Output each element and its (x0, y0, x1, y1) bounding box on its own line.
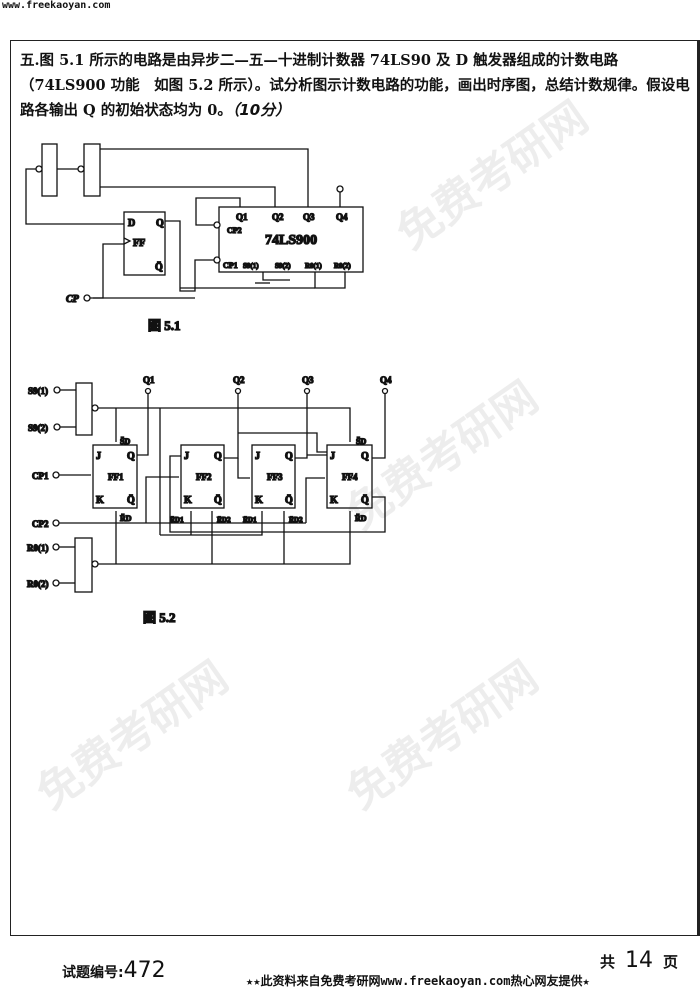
ff1-qbar: Q̄ (127, 494, 135, 506)
ff2-rd1: R̄D1 (170, 516, 184, 524)
exam-code-value: 472 (123, 958, 166, 983)
question-score: （10分） (231, 101, 291, 119)
ff2-k: K (184, 495, 192, 506)
input-s91: S9(1) (28, 386, 48, 396)
ff2: J K Q Q̄ FF2 R̄D1 R̄D2 (169, 444, 232, 525)
output-q2: Q2 (233, 375, 245, 385)
figure-2-caption: 图 5.2 (143, 610, 176, 625)
gate-1 (41, 143, 58, 197)
ff2-label: FF2 (196, 472, 212, 482)
source-notice: ★★此资料来自免费考研网www.freekaoyan.com热心网友提供★ (246, 974, 590, 988)
ff3-q: Q (285, 451, 293, 462)
total-pages: 14 (625, 948, 654, 973)
nand-reset (74, 537, 93, 593)
ff4-sd: S̄D (356, 437, 366, 446)
gate-2 (83, 143, 101, 197)
input-r02: R0(2) (27, 579, 49, 589)
pin-q3: Q3 (303, 212, 315, 222)
ff4-label: FF4 (342, 472, 358, 482)
output-q1: Q1 (143, 375, 155, 385)
exam-code-label: 试题编号: (62, 965, 124, 981)
ff-qbar-label: Q̄ (155, 261, 163, 273)
output-q4: Q4 (380, 375, 392, 385)
page-count: 共 14 页 (600, 948, 678, 973)
gate-1-bubble (35, 165, 43, 173)
nand-set (75, 382, 93, 436)
pin-s92: S9(2) (275, 262, 291, 270)
chip-label: 74LS900 (265, 233, 317, 248)
ff4-k: K (330, 495, 338, 506)
pin-r01: R0(1) (305, 262, 322, 270)
question-frame (10, 40, 700, 936)
pin-s91: S9(1) (243, 262, 259, 270)
question-body: 五.图 5.1 所示的电路是由异步二—五—十进制计数器 74LS90 及 D 触… (20, 52, 690, 119)
ff3: J K Q Q̄ FF3 R̄D1 R̄D2 (242, 444, 304, 525)
pin-q2: Q2 (272, 212, 284, 222)
ff2-j: J (184, 451, 189, 462)
total-prefix: 共 (600, 953, 616, 971)
pin-r02: R0(2) (334, 262, 351, 270)
input-cp2: CP2 (32, 519, 49, 529)
ff2-q: Q (214, 451, 222, 462)
ff2-rd2: R̄D2 (217, 516, 231, 524)
ff3-rd1: R̄D1 (243, 516, 257, 524)
ff1-k: K (96, 495, 104, 506)
chip-74ls900 (218, 206, 364, 273)
ff1-q: Q (127, 451, 135, 462)
ff1-j: J (96, 451, 101, 462)
ff3-label: FF3 (267, 472, 283, 482)
exam-code: 试题编号:472 (62, 958, 166, 983)
ff4-rd: R̄D (355, 514, 367, 523)
total-suffix: 页 (663, 953, 679, 971)
ff4-j: J (330, 451, 335, 462)
ff3-k: K (255, 495, 263, 506)
ff2-qbar: Q̄ (214, 494, 222, 506)
ff3-rd2: R̄D2 (289, 516, 303, 524)
ff-label: FF (133, 238, 145, 249)
ff1-sd: S̄D (120, 437, 130, 446)
ff1-label: FF1 (108, 472, 124, 482)
ff-d-label: D (128, 218, 135, 229)
ff3-j: J (255, 451, 260, 462)
site-url: www.freekaoyan.com (2, 0, 111, 11)
pin-cp2: CP2 (227, 226, 242, 235)
input-r01: R0(1) (27, 543, 49, 553)
figure-5-1: D FF Q Q̄ 74LS900 Q1 Q2 Q3 Q4 CP2 CP1 S9… (25, 143, 364, 334)
ff4-qbar: Q̄ (361, 494, 369, 506)
ff4-q: Q (361, 451, 369, 462)
cp-terminal (83, 294, 91, 302)
cp-label: CP (66, 294, 80, 305)
pin-q4: Q4 (336, 212, 348, 222)
ff-q-label: Q (156, 218, 164, 229)
ff4: J K Q Q̄ FF4 S̄D R̄D (326, 436, 373, 524)
input-cp1: CP1 (32, 471, 49, 481)
question-text: 五.图 5.1 所示的电路是由异步二—五—十进制计数器 74LS90 及 D 触… (20, 48, 692, 123)
ff3-qbar: Q̄ (285, 494, 293, 506)
figure-1-caption: 图 5.1 (148, 318, 181, 333)
input-s92: S9(2) (28, 423, 48, 433)
ff1: J K Q Q̄ FF1 S̄D R̄D (92, 436, 138, 524)
figure-5-2: S9(1) S9(2) J K Q Q̄ FF1 S̄D R̄D J K Q Q… (26, 374, 392, 625)
pin-cp1: CP1 (223, 261, 238, 270)
output-q3: Q3 (302, 375, 314, 385)
ff1-rd: R̄D (120, 514, 132, 523)
pin-q1: Q1 (236, 212, 248, 222)
